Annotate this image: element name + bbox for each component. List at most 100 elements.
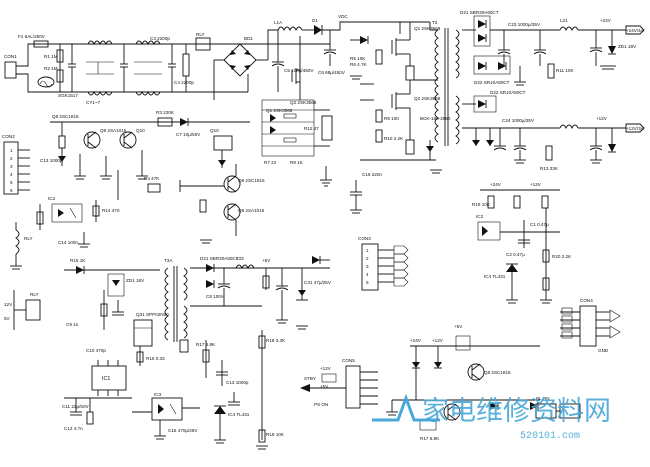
feedback-left: IC2 R14 470 C14 100n RLY — [10, 196, 120, 270]
svg-text:L21: L21 — [560, 18, 568, 23]
svg-text:ZD1 18V: ZD1 18V — [618, 44, 637, 49]
svg-text:R17 6.8K: R17 6.8K — [420, 436, 440, 441]
pfc-stage: L1A D1 VDC C5 100μ/450V C6 68μ/450V Q1 2… — [266, 14, 400, 113]
svg-text:Q10: Q10 — [210, 128, 219, 133]
svg-text:+12V: +12V — [432, 338, 444, 343]
out-12v-label: +12V — [596, 116, 608, 121]
svg-text:R15 1K: R15 1K — [70, 258, 86, 263]
out-24v-tag — [625, 25, 645, 35]
ps-on-transistors: Q8 2SC1815 Q9 2SA1015 — [179, 164, 265, 236]
connector-con5: CON5 +12V +5V PS ON STBY — [300, 358, 378, 409]
svg-text:5: 5 — [366, 280, 369, 285]
svg-text:R6 4.7K: R6 4.7K — [350, 62, 368, 67]
svg-text:IC3: IC3 — [154, 392, 162, 397]
main-switch-stage: Q1 2SK3568 R5 10K R6 4.7K Q2 2SK3568 R9 … — [350, 22, 441, 214]
svg-text:2: 2 — [366, 256, 369, 261]
watermark: 家电维修资料网 520101.com — [372, 393, 611, 442]
svg-text:R13 33K: R13 33K — [540, 166, 559, 171]
svg-text:5V: 5V — [4, 316, 11, 321]
svg-text:R16 0.33: R16 0.33 — [146, 356, 165, 361]
svg-text:3: 3 — [10, 164, 13, 169]
out-12v-tag — [625, 123, 645, 133]
svg-text:1: 1 — [10, 148, 13, 153]
svg-text:Q8 2SC1815: Q8 2SC1815 — [52, 114, 79, 119]
con2-label: CON2 — [2, 134, 15, 139]
bulk-cap-label: C5 100μ/450V — [284, 68, 314, 73]
svg-text:R19 10K: R19 10K — [266, 432, 285, 437]
svg-text:Q2 2SK3568: Q2 2SK3568 — [414, 96, 441, 101]
svg-text:C13 1000p: C13 1000p — [40, 158, 63, 163]
svg-text:4: 4 — [10, 172, 13, 177]
svg-text:R10 2.2K: R10 2.2K — [384, 136, 404, 141]
svg-text:R9 100: R9 100 — [384, 116, 399, 121]
svg-text:C23 1000μ/35V: C23 1000μ/35V — [508, 22, 541, 27]
thermistor — [37, 76, 55, 88]
connector-con4: CON4 GND — [560, 298, 621, 353]
svg-text:C14 100n: C14 100n — [58, 240, 78, 245]
svg-text:C11 22μ/50V: C11 22μ/50V — [62, 404, 90, 409]
svg-text:C16 220n: C16 220n — [362, 172, 382, 177]
standby-supply: R15 1K ZD1 18V C9 1n C10 470p Q31 SPP02N… — [62, 258, 200, 440]
svg-text:3: 3 — [366, 264, 369, 269]
svg-text:C7 10μ/50V: C7 10μ/50V — [176, 132, 201, 137]
out-24v-label: +24V — [600, 18, 612, 23]
vdc-label: VDC — [338, 14, 348, 19]
svg-text:BL ON: BL ON — [536, 396, 550, 401]
svg-text:D21 SBR30A60CT: D21 SBR30A60CT — [200, 256, 239, 261]
svg-text:C1 0.47μ: C1 0.47μ — [530, 222, 549, 227]
svg-text:R11 10K: R11 10K — [556, 68, 574, 73]
svg-text:5: 5 — [10, 180, 13, 185]
svg-text:C2 0.47μ: C2 0.47μ — [506, 252, 525, 257]
main-transformer: T2 BCK-180-3860 — [400, 20, 460, 146]
svg-text:C10 470p: C10 470p — [86, 348, 106, 353]
svg-text:+5V: +5V — [454, 324, 463, 329]
svg-text:R17 6.8K: R17 6.8K — [196, 342, 216, 347]
svg-text:C3 2200p: C3 2200p — [150, 36, 170, 41]
svg-text:R18 3.3K: R18 3.3K — [266, 338, 286, 343]
svg-text:R14 470: R14 470 — [102, 208, 120, 213]
svg-text:Q10: Q10 — [136, 128, 145, 133]
svg-text:6: 6 — [10, 188, 13, 193]
svg-text:C31 47μ/25V: C31 47μ/25V — [304, 280, 332, 285]
standby-opto — [151, 397, 183, 421]
con3-label: CON3 — [358, 236, 371, 241]
cy-label: CY1~7 — [86, 100, 101, 105]
svg-text:R3 220K: R3 220K — [156, 110, 175, 115]
svg-text:D21 SBR30A60CT: D21 SBR30A60CT — [460, 10, 499, 15]
svg-text:STBY: STBY — [304, 376, 316, 381]
svg-text:IC4 TL431: IC4 TL431 — [228, 412, 250, 417]
svg-text:IC1: IC1 — [102, 376, 110, 382]
svg-text:+5V: +5V — [320, 384, 329, 389]
svg-text:C8 100n: C8 100n — [206, 294, 224, 299]
svg-text:IC4 TL431: IC4 TL431 — [484, 274, 506, 279]
pfc-choke — [277, 26, 303, 32]
svg-text:GND: GND — [598, 348, 609, 353]
svg-text:C12 4.7n: C12 4.7n — [64, 426, 83, 431]
watermark-url: 520101.com — [520, 431, 580, 442]
pwm-ic — [91, 365, 127, 391]
main-xfmr-part: BCK-180-3860 — [420, 116, 451, 121]
svg-text:Q8 2SC1815: Q8 2SC1815 — [484, 370, 511, 375]
svg-text:R8 1K: R8 1K — [290, 160, 304, 165]
svg-text:R12 47: R12 47 — [304, 126, 319, 131]
svg-text:+5V: +5V — [262, 258, 271, 263]
svg-text:ZD1 18V: ZD1 18V — [126, 278, 145, 283]
connector-con3: CON3 1 2 3 4 5 — [358, 236, 409, 291]
svg-text:D22 SR10A80CT: D22 SR10A80CT — [474, 80, 510, 85]
svg-text:2: 2 — [10, 156, 13, 161]
svg-text:C24 1000μ/35V: C24 1000μ/35V — [502, 118, 535, 123]
ac-input-section: CON1 F1 6AL/250V SGK1517 CY1~7 — [4, 32, 330, 105]
fuse-label: F1 6AL/250V — [18, 34, 46, 39]
svg-text:C4 2200p: C4 2200p — [174, 80, 194, 85]
common-mode-choke-1 — [86, 40, 114, 96]
svg-text:+24V/4A: +24V/4A — [626, 28, 645, 33]
svg-text:4: 4 — [366, 272, 369, 277]
svg-text:12V: 12V — [4, 302, 13, 307]
svg-text:Q31 SPP02N60: Q31 SPP02N60 — [136, 312, 169, 317]
fuse — [33, 40, 49, 48]
svg-text:C13 1000p: C13 1000p — [226, 380, 249, 385]
output-24v: D21 SBR30A60CT C23 1000μ/35V L21 +24V +2… — [460, 10, 645, 86]
svg-text:L33: L33 — [236, 256, 244, 261]
